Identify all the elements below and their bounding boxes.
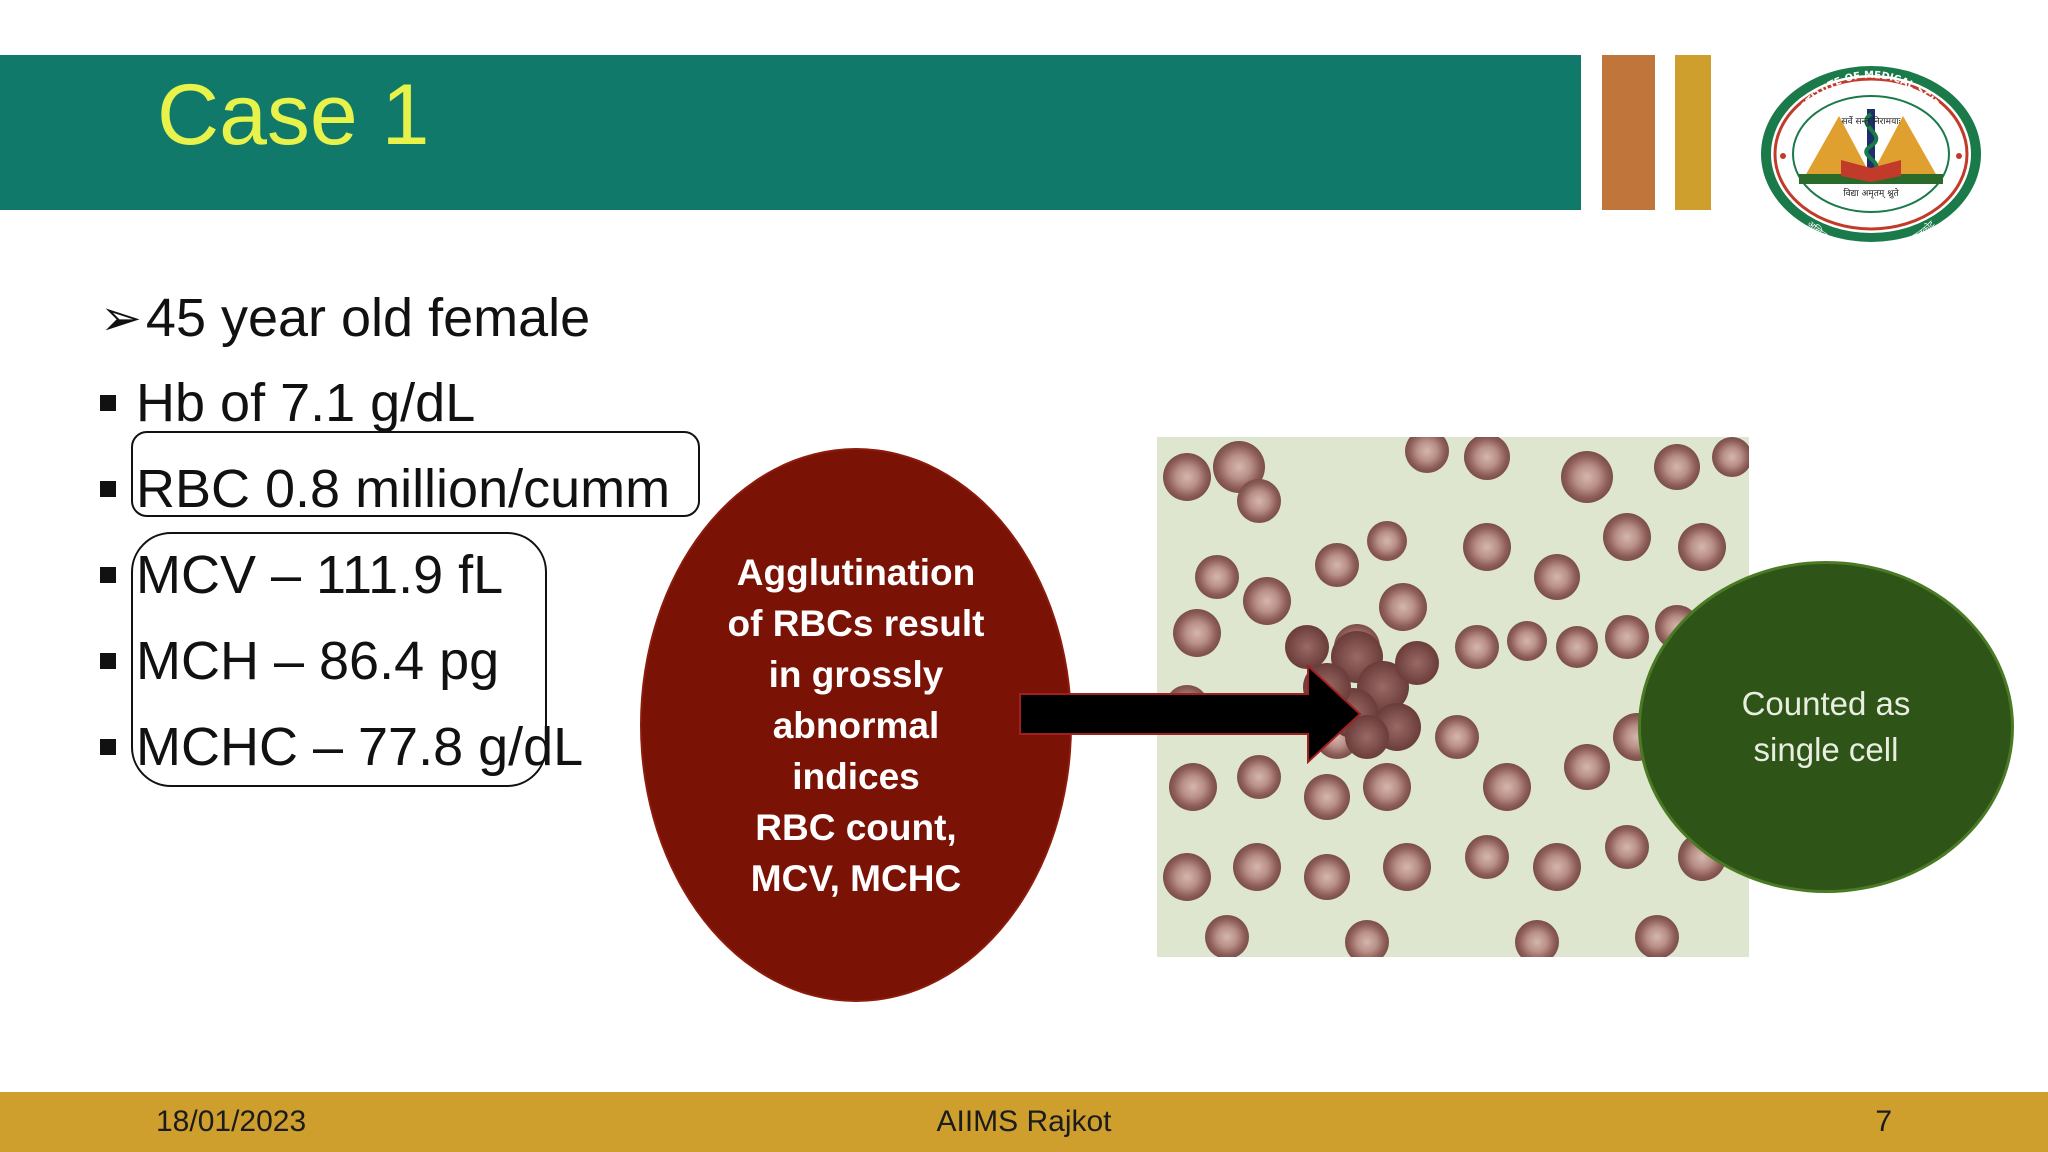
bullet-item: RBC 0.8 million/cumm xyxy=(100,457,670,521)
bullet-item: Hb of 7.1 g/dL xyxy=(100,371,475,435)
square-bullet-icon xyxy=(100,653,116,669)
logo-bottom-motto: विद्या अमृतम् श्नुते xyxy=(1843,187,1899,199)
bullet-text: 45 year old female xyxy=(145,288,591,348)
rbc-highlight-box xyxy=(131,431,700,517)
page-number: 7 xyxy=(1875,1105,1892,1138)
counted-single-cell-oval: Counted as single cell xyxy=(1638,561,2014,893)
bullet-text: MCV – 111.9 fL xyxy=(136,545,504,605)
agglutination-oval: Agglutination of RBCs result in grossly … xyxy=(640,448,1072,1002)
agglutination-text: Agglutination of RBCs result in grossly … xyxy=(727,551,985,899)
title-band xyxy=(0,55,1581,210)
pointer-arrow-icon xyxy=(1019,664,1362,764)
aiims-logo: ALL INDIA INSTITUTE OF MEDICAL SCIENCES … xyxy=(1759,64,1981,243)
footer-date: 18/01/2023 xyxy=(156,1105,307,1138)
accent-bar-gold xyxy=(1675,55,1711,210)
square-bullet-icon xyxy=(100,567,116,583)
square-bullet-icon xyxy=(100,739,116,755)
bullet-item: MCH – 86.4 pg xyxy=(100,629,499,693)
logo-top-motto: सर्वे सन्तु निरामयाः xyxy=(1842,115,1901,127)
footer-band xyxy=(0,1092,2048,1152)
counted-single-cell-text: Counted as single cell xyxy=(1741,685,1911,768)
slide-title: Case 1 xyxy=(157,67,430,163)
bullet-item: ➢ 45 year old female xyxy=(100,286,590,350)
square-bullet-icon xyxy=(100,395,116,411)
square-bullet-icon xyxy=(100,481,116,497)
bullet-text: Hb of 7.1 g/dL xyxy=(136,373,476,433)
indices-highlight-box xyxy=(131,532,547,787)
bullet-text: MCH – 86.4 pg xyxy=(136,631,500,691)
bullet-item: MCV – 111.9 fL xyxy=(100,543,503,607)
arrow-bullet-icon: ➢ xyxy=(100,290,142,346)
footer-center-text: AIIMS Rajkot xyxy=(936,1105,1112,1138)
accent-bar-orange xyxy=(1602,55,1655,210)
bullet-text: RBC 0.8 million/cumm xyxy=(136,459,671,519)
